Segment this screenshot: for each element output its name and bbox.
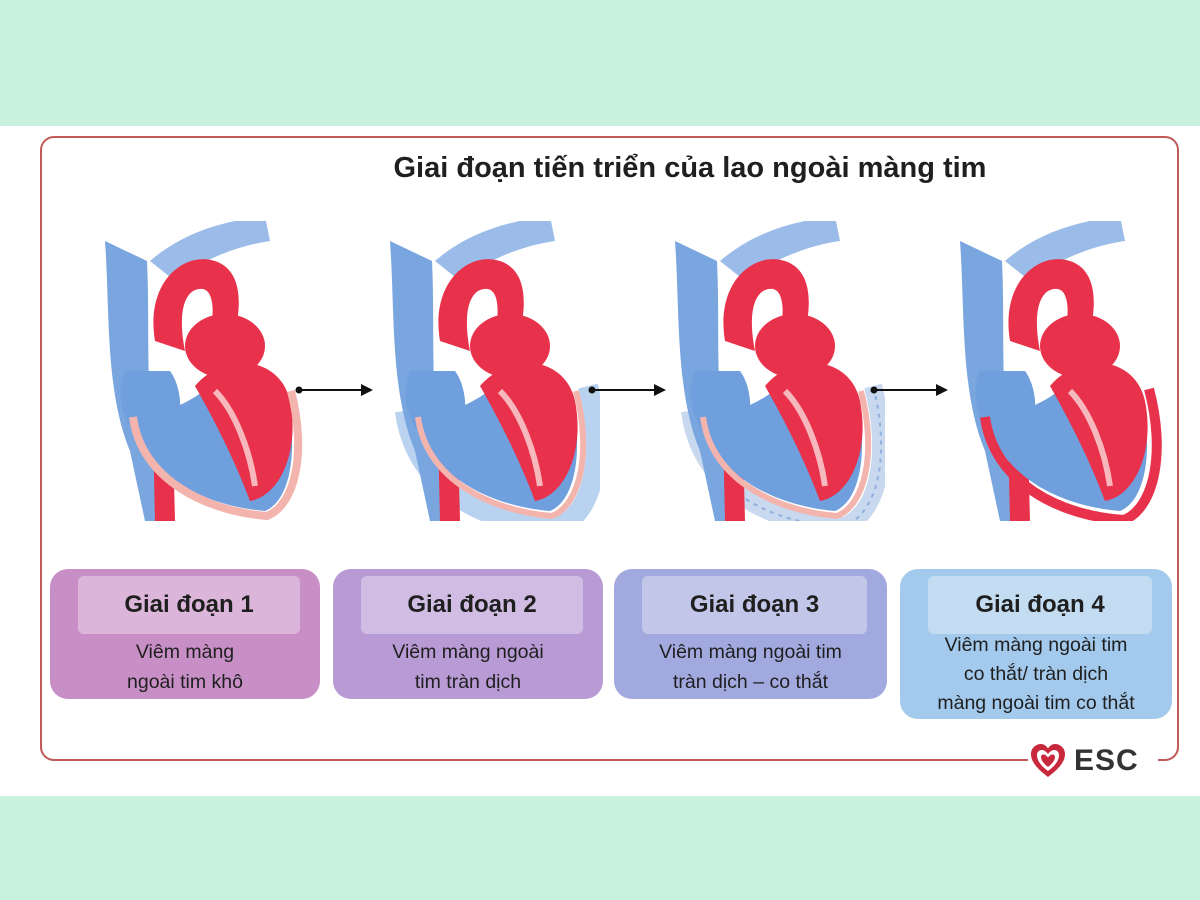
arrow-right-icon (588, 384, 666, 396)
stage-description-line: co thắt/ tràn dịch (963, 663, 1109, 685)
stage-description-line: màng ngoài tim co thắt (937, 692, 1135, 714)
stage-description: Viêm màng ngoài tim tràn dịch (341, 637, 595, 697)
stage-1-card: Giai đoạn 1 Viêm màng ngoài tim khô (50, 569, 320, 699)
esc-logo-text: ESC (1074, 744, 1139, 777)
heart-stage-4-illustration (930, 221, 1162, 521)
stage-description-line: Viêm màng (135, 641, 235, 663)
stage-description-line: ngoài tim khô (127, 671, 243, 693)
stage-label: Giai đoạn 4 (928, 576, 1152, 634)
diagram-frame (40, 136, 1179, 761)
page-title: Giai đoạn tiến triển của lao ngoài màng … (393, 152, 987, 184)
stage-label: Giai đoạn 1 (78, 576, 300, 634)
stage-description-line: tim tràn dịch (414, 671, 522, 693)
stage-label: Giai đoạn 3 (642, 576, 867, 634)
heart-logo-icon (1031, 744, 1065, 777)
stage-description-line: tràn dịch – co thắt (672, 671, 828, 693)
esc-logo: ESC (1028, 736, 1158, 786)
stage-description-line: Viêm màng ngoài (392, 641, 544, 663)
stage-label: Giai đoạn 2 (361, 576, 583, 634)
stage-description-line: Viêm màng ngoài tim (659, 641, 842, 663)
stage-description-line: Viêm màng ngoài tim (944, 634, 1128, 656)
stage-3-card: Giai đoạn 3 Viêm màng ngoài tim tràn dịc… (614, 569, 887, 699)
arrow-right-icon (870, 384, 948, 396)
stage-description: Viêm màng ngoài tim co thắt/ tràn dịch m… (908, 631, 1164, 718)
heart-stage-1-illustration (75, 221, 303, 521)
heart-stage-2-illustration (360, 221, 600, 521)
diagram-panel: Giai đoạn tiến triển của lao ngoài màng … (0, 126, 1200, 796)
stage-description: Viêm màng ngoài tim tràn dịch – co thắt (622, 637, 879, 697)
stage-4-card: Giai đoạn 4 Viêm màng ngoài tim co thắt/… (900, 569, 1172, 719)
stage-description: Viêm màng ngoài tim khô (58, 637, 312, 697)
heart-stage-3-illustration (645, 221, 885, 521)
stage-2-card: Giai đoạn 2 Viêm màng ngoài tim tràn dịc… (333, 569, 603, 699)
arrow-right-icon (295, 384, 373, 396)
